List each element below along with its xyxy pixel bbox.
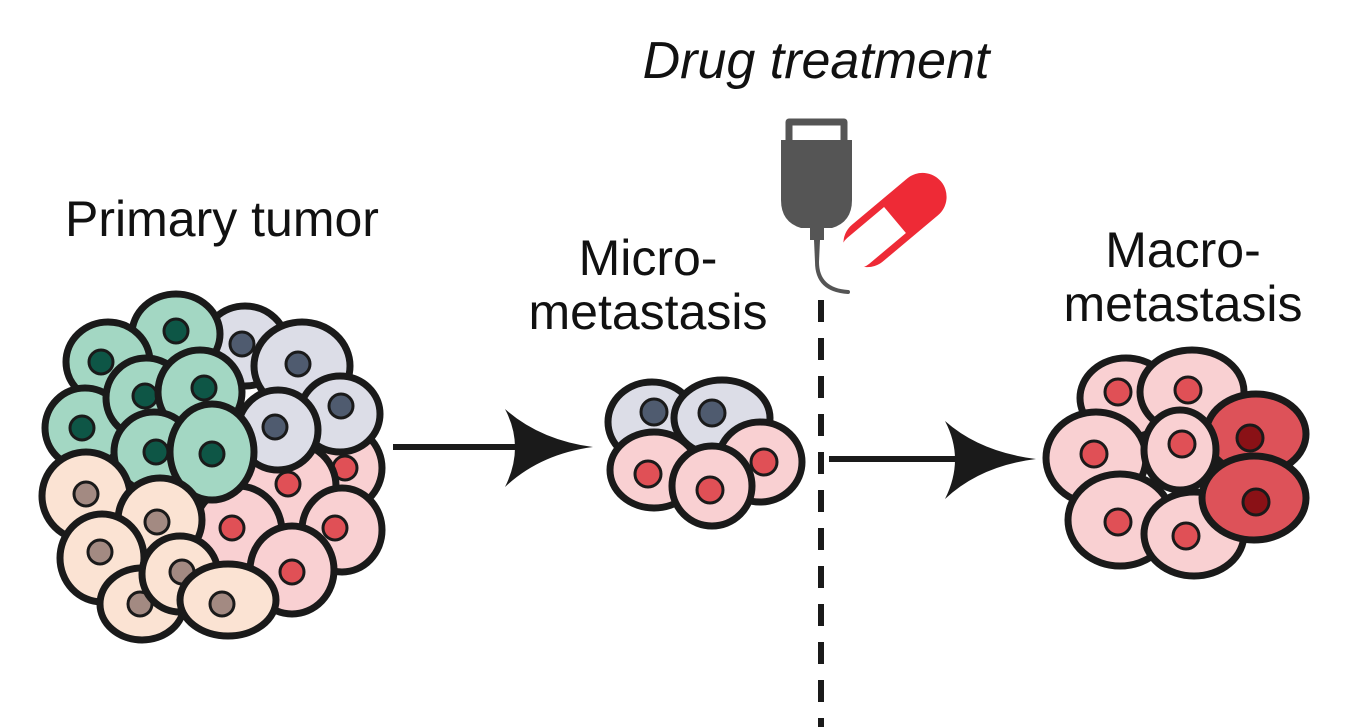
cell-green	[166, 400, 258, 504]
cell-peach	[176, 560, 280, 640]
arrow-micro-to-macro	[829, 421, 1036, 499]
primary-tumor-label: Primary tumor	[65, 191, 379, 247]
iv-bag-icon	[781, 118, 852, 294]
drug-treatment-label: Drug treatment	[643, 32, 992, 90]
macro-metastasis-label-line2: metastasis	[1064, 276, 1303, 332]
primary-tumor-cluster	[38, 290, 386, 644]
cell-pink	[668, 442, 756, 530]
micro-metastasis-label-line2: metastasis	[529, 284, 768, 340]
cell-dark-red	[1198, 452, 1310, 544]
arrow-primary-to-micro	[393, 409, 593, 487]
cell-pink	[1140, 406, 1220, 494]
macro-metastasis-label-line1: Macro-	[1105, 222, 1261, 278]
pill-capsule-icon	[841, 172, 947, 268]
macro-metastasis-cluster	[1042, 346, 1310, 580]
micro-metastasis-label-line1: Micro-	[579, 230, 718, 286]
micro-metastasis-cluster	[604, 376, 806, 530]
